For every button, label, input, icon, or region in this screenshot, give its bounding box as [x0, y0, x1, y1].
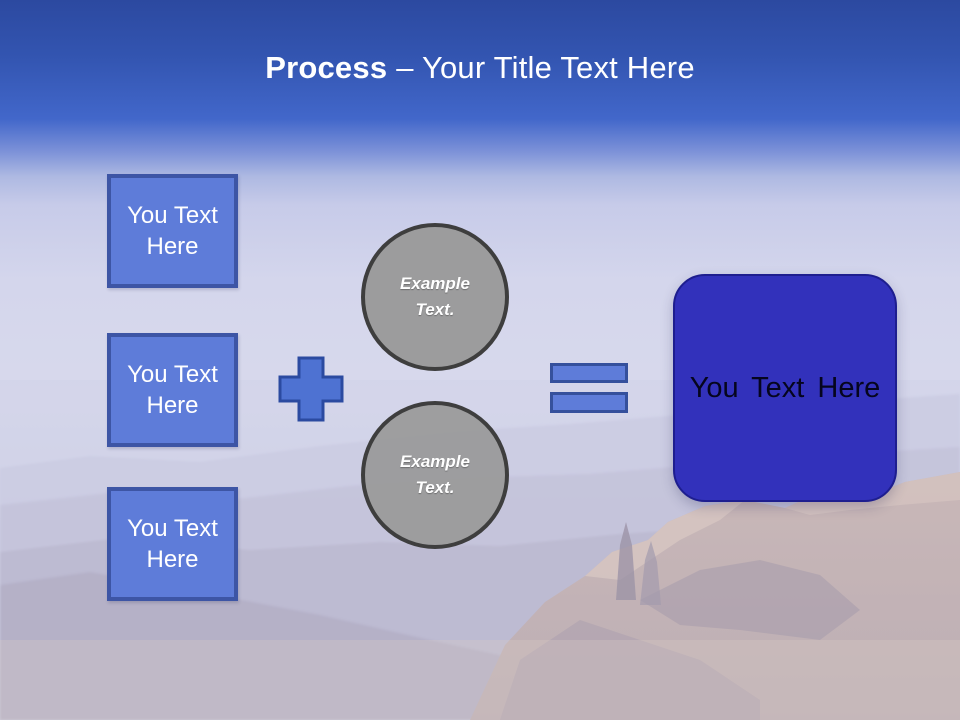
- result-box-label: You Text Here: [689, 371, 881, 404]
- result-box[interactable]: You Text Here: [673, 274, 897, 502]
- example-circle-2[interactable]: Example Text.: [361, 401, 509, 549]
- title-keyword: Process: [265, 50, 388, 85]
- input-box-3-label: You Text Here: [127, 515, 218, 573]
- title-rest: – Your Title Text Here: [396, 50, 695, 85]
- input-box-1[interactable]: You Text Here: [107, 174, 238, 288]
- example-circle-1-label: Example Text.: [400, 274, 470, 319]
- plus-icon: [278, 356, 344, 422]
- slide-title[interactable]: Process– Your Title Text Here: [0, 50, 960, 86]
- input-box-2[interactable]: You Text Here: [107, 333, 238, 447]
- example-circle-2-label: Example Text.: [400, 452, 470, 497]
- input-box-2-label: You Text Here: [127, 361, 218, 419]
- input-box-3[interactable]: You Text Here: [107, 487, 238, 601]
- example-circle-1[interactable]: Example Text.: [361, 223, 509, 371]
- equals-icon: [550, 363, 628, 413]
- input-box-1-label: You Text Here: [127, 202, 218, 260]
